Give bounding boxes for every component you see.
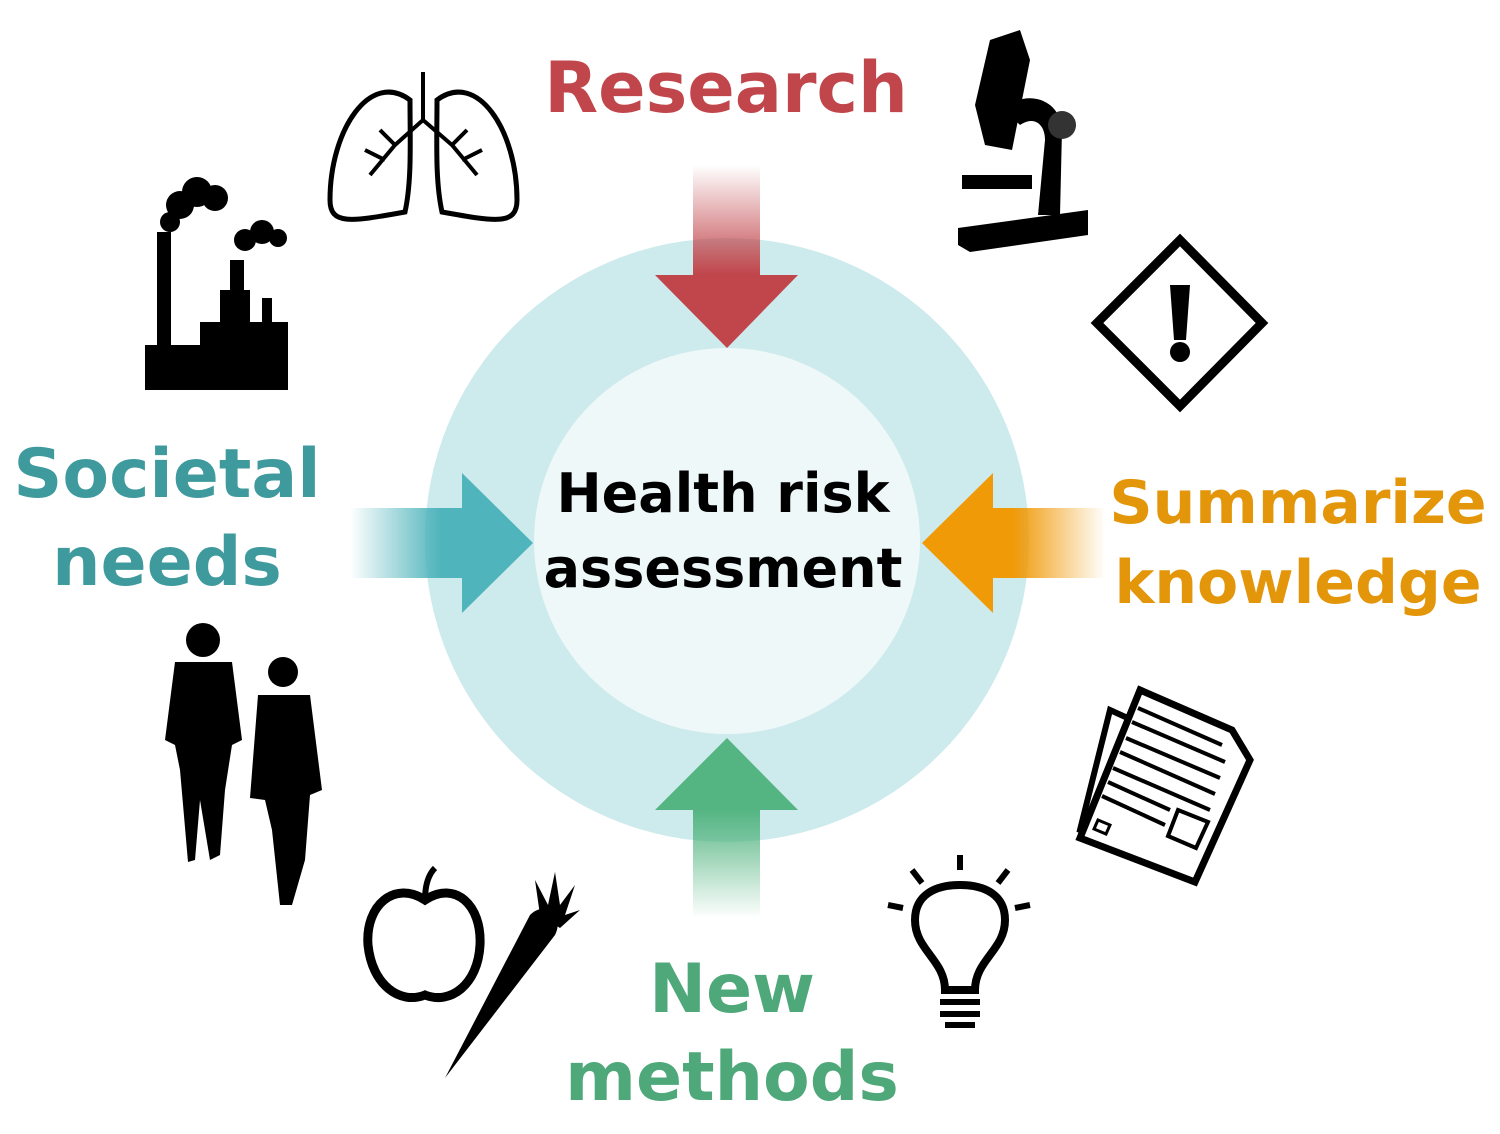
societal-arrow [350, 473, 533, 613]
inner-circle [534, 348, 920, 734]
summarize-label-line2: knowledge [1114, 548, 1481, 618]
documents-icon [1075, 685, 1254, 887]
methods-label-line2: methods [565, 1038, 899, 1117]
summarize-label-line1: Summarize [1109, 468, 1486, 538]
lungs-icon [327, 72, 520, 222]
research-arrow [655, 165, 798, 348]
methods-arrow [655, 738, 798, 918]
carrot-icon [445, 872, 580, 1078]
summarize-arrow [922, 473, 1105, 613]
factory-icon [145, 177, 288, 390]
apple-icon [363, 865, 485, 1003]
hazard-warning-icon [1090, 233, 1269, 413]
lightbulb-icon [887, 855, 1031, 1028]
research-label: Research [544, 47, 908, 129]
methods-label-line1: New [649, 950, 815, 1029]
center-title-line2: assessment [544, 537, 903, 600]
center-title-line1: Health risk [556, 462, 890, 525]
microscope-icon [958, 30, 1088, 252]
societal-label-line2: needs [52, 523, 282, 602]
people-icon [165, 623, 322, 905]
societal-label-line1: Societal [13, 435, 320, 514]
